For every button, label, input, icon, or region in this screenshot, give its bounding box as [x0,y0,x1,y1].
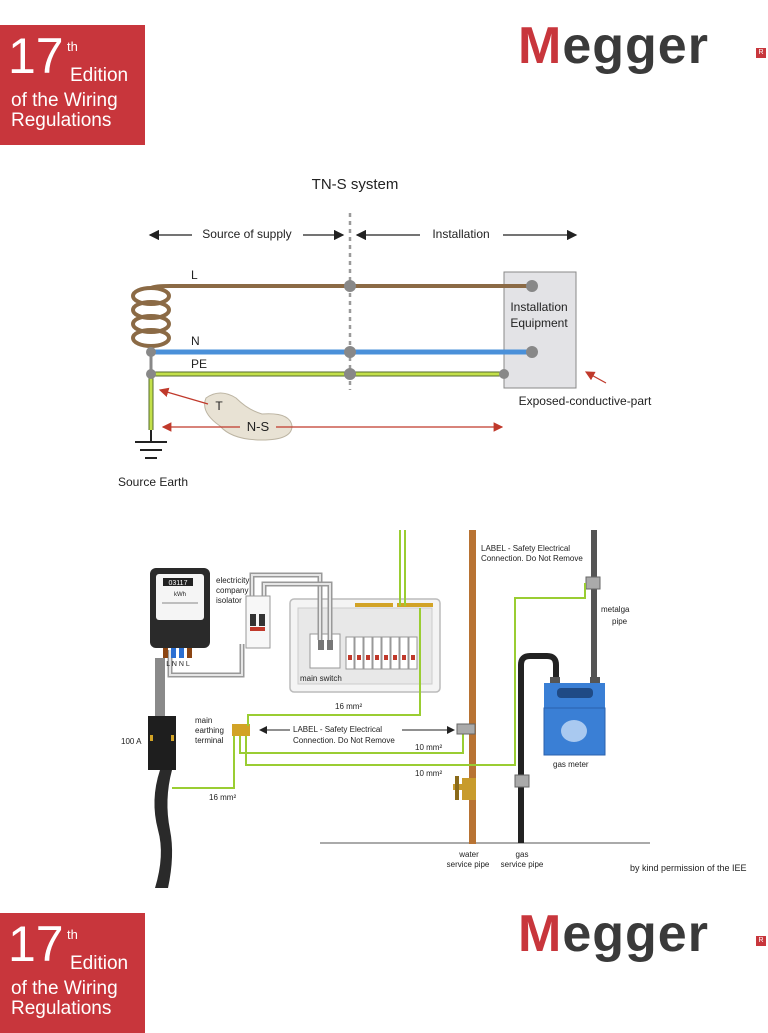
meter-reading: 03117 [169,580,188,587]
main-switch-icon [309,633,341,669]
mcb-indicators [348,655,415,660]
gas-line2: service pipe [501,860,544,869]
metal-pipe-line1: metalga [601,605,630,614]
size-16-top: 16 mm² [335,702,362,711]
tns-system-diagram: TN-S system Source of supply Installatio… [118,176,652,489]
conductor-PE-label: PE [191,357,207,371]
installation-label: Installation [432,227,489,241]
neutral-bar [355,603,393,607]
water-stop-tap-icon [453,776,476,800]
equipment-line2: Equipment [510,316,568,330]
main-earthing-terminal-icon [232,724,250,736]
meter-terminal-labels: L N N L [166,661,190,668]
water-pipe [469,530,476,844]
size-10-a: 10 mm² [415,743,442,752]
metal-gas-pipe [591,530,597,680]
size-16-bottom: 16 mm² [209,793,236,802]
installation-equipment-box [503,271,577,389]
live-conductor [150,284,532,290]
service-cutout-icon [148,716,176,770]
label-top-line2: Connection. Do Not Remove [481,554,583,563]
footer-megger-logo: Megger R [518,906,768,966]
installation-earthing-diagram: main switch 03117 kWh L N N L [121,530,747,888]
protective-conductors [172,530,586,789]
cutout-rating: 100 A [121,737,142,746]
gas-line1: gas [516,850,529,859]
mcb-row [345,636,418,670]
footer-registered-mark: R [756,936,766,946]
footer-edition-word: Edition [70,953,129,974]
edition-suffix: th [67,39,78,54]
main-switch-label: main switch [300,674,342,683]
gas-service-pipe [518,653,559,843]
conductor-N-label: N [191,334,200,348]
junction-dots [146,280,538,380]
source-of-supply-label: Source of supply [202,227,291,241]
edition-line2: Regulations [11,110,112,131]
edition-line1: of the Wiring [11,90,118,111]
met-line1: main [195,716,212,725]
registered-mark: R [756,48,766,58]
incoming-service-cable [154,770,173,888]
conductor-L-label: L [191,268,198,282]
gas-meter-label: gas meter [553,760,589,769]
tns-title: TN-S system [312,176,399,193]
footer-edition-line1: of the Wiring [11,978,118,999]
isolator-line2: company [216,586,248,595]
transformer-coil [131,286,171,348]
terra-label: T [215,399,223,413]
gas-meter-icon [543,677,606,756]
metal-pipe-line2: pipe [612,617,628,626]
exposed-part-arrow [584,371,607,384]
label-mid-line2: Connection. Do Not Remove [293,736,395,745]
meter-unit: kWh [174,592,186,598]
terra-arrow [158,387,209,405]
size-10-b: 10 mm² [415,769,442,778]
label-mid-line1: LABEL - Safety Electrical [293,725,382,734]
pipe-clamp-water [456,723,476,735]
footer-logo-text: Megger [518,905,709,963]
footer-edition-number: 17 [8,916,64,972]
isolator-line3: isolator [216,596,242,605]
water-line2: service pipe [447,860,490,869]
earth-bar [397,603,433,607]
met-line2: earthing [195,726,224,735]
isolator-line1: electricity [216,576,249,585]
footer-edition-suffix: th [67,927,78,942]
met-line3: terminal [195,736,224,745]
label-top-line1: LABEL - Safety Electrical [481,544,570,553]
meter-terminals [163,648,192,658]
megger-logo: Megger R [518,18,768,78]
credit-text: by kind permission of the IEE [630,863,747,873]
exposed-conductive-part-label: Exposed-conductive-part [519,394,652,408]
ns-label: N-S [247,419,270,434]
pipe-clamp-gas [514,774,530,788]
isolator-icon [245,595,271,649]
equipment-line1: Installation [510,300,567,314]
source-earth-label: Source Earth [118,475,188,489]
logo-text: Megger [518,17,709,75]
edition-word: Edition [70,65,129,86]
footer-edition-line2: Regulations [11,998,112,1019]
earth-symbol-icon [135,430,167,459]
service-cable-upper [155,658,165,718]
edition-badge: 17 th Edition of the Wiring Regulations [0,25,145,145]
edition-number: 17 [8,28,64,84]
pipe-clamp-metal [585,576,601,590]
terra-separate-shape [204,392,293,441]
water-line1: water [458,850,479,859]
footer-edition-badge: 17 th Edition of the Wiring Regulations [0,913,145,1033]
electricity-meter-icon [150,568,210,648]
